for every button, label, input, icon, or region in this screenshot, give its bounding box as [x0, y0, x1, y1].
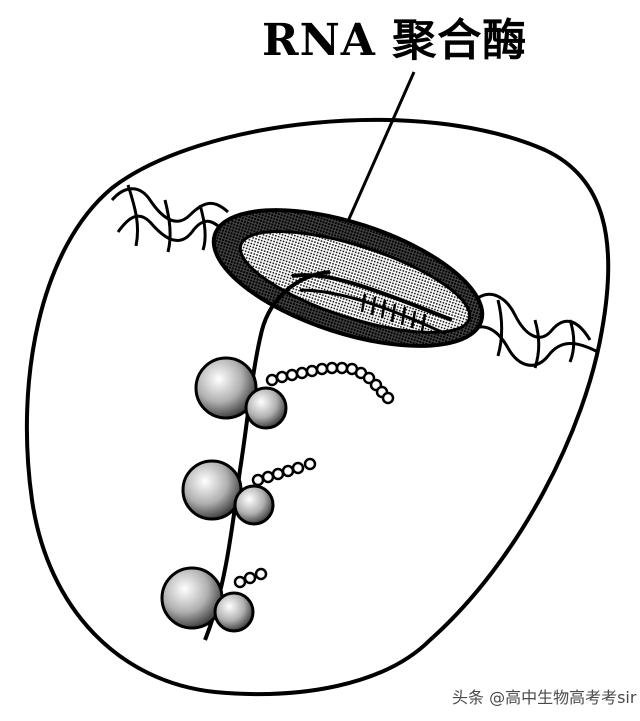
polypeptide-chain-3 — [233, 567, 268, 589]
cell-outline — [24, 117, 611, 697]
ribosome-1 — [194, 356, 288, 430]
ribosome-2 — [181, 459, 275, 526]
watermark: 头条 @高中生物高考考sir — [452, 688, 637, 707]
polypeptide-chain-1 — [265, 361, 395, 405]
rna-polymerase — [211, 208, 485, 348]
label-leader-line — [343, 71, 416, 229]
dna-helix-right — [469, 292, 599, 369]
base-pair-ticks — [360, 293, 427, 332]
rna-polymerase-label: RNA 聚合酶 — [262, 15, 528, 66]
dna-helix-left — [110, 184, 234, 253]
polypeptide-chain-2 — [251, 457, 317, 487]
ribosome-3 — [160, 566, 255, 633]
